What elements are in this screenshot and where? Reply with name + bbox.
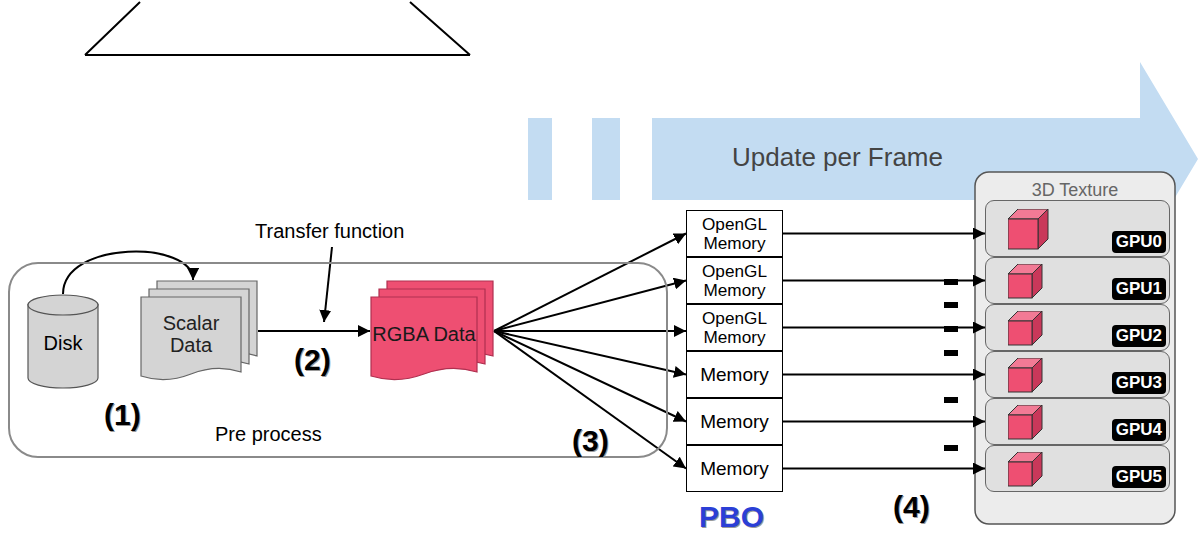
memory-label: Memory <box>700 412 769 432</box>
gpu-tag: GPU3 <box>1112 372 1166 394</box>
stack-label: Scalar Data <box>140 312 242 356</box>
stack-text-holder: Scalar Data <box>140 296 242 372</box>
callout-number: (4) <box>893 490 930 524</box>
memory-label: OpenGL Memory <box>687 262 782 298</box>
memory-box: Memory <box>686 445 783 492</box>
gpu-card: GPU3 <box>985 351 1170 398</box>
memory-label: OpenGL Memory <box>687 215 782 251</box>
texture-cube <box>1008 264 1044 300</box>
trapezoid-outline <box>85 2 470 55</box>
connector-arrow <box>783 468 985 470</box>
gpu-card: GPU4 <box>985 398 1170 445</box>
band-title: Update per Frame <box>732 142 943 173</box>
gpu-card: GPU0 <box>985 200 1170 257</box>
gpu-tag: GPU5 <box>1112 466 1166 488</box>
memory-box: Memory <box>686 351 783 398</box>
connector-arrow <box>783 233 985 235</box>
group-label: Pre process <box>215 423 322 446</box>
memory-box: OpenGL Memory <box>686 210 783 257</box>
texture-cube <box>1008 209 1050 251</box>
panel-label: 3D Texture <box>975 180 1175 201</box>
memory-box: OpenGL Memory <box>686 257 783 304</box>
callout-number: (3) <box>572 424 609 458</box>
callout-number: (2) <box>294 343 331 377</box>
connector-arrow <box>783 280 985 282</box>
connector-arrow <box>494 234 686 332</box>
pbo-label: PBO <box>699 500 764 534</box>
callout-number: (1) <box>104 398 141 432</box>
connector-arrow <box>783 374 985 376</box>
ellipsis-dashes <box>944 279 958 451</box>
data-stack: RGBA Data <box>370 280 494 382</box>
stack-text-holder: RGBA Data <box>370 296 478 372</box>
gpu-tag: GPU2 <box>1112 325 1166 347</box>
texture-cube <box>1008 311 1044 347</box>
texture-cube <box>1008 452 1044 488</box>
texture-panel: 3D TextureGPU0GPU1GPU2GPU3GPU4GPU5 <box>975 172 1175 524</box>
memory-box: OpenGL Memory <box>686 304 783 351</box>
connector-arrow <box>258 330 370 332</box>
connector-arrow <box>494 331 686 469</box>
gpu-tag: GPU4 <box>1112 419 1166 441</box>
memory-label: OpenGL Memory <box>687 309 782 345</box>
data-stack: Scalar Data <box>140 280 258 382</box>
memory-box: Memory <box>686 398 783 445</box>
connector-arrow <box>494 281 686 332</box>
memory-label: Memory <box>700 459 769 479</box>
gpu-tag: GPU1 <box>1112 278 1166 300</box>
disk-node: Disk <box>27 294 99 389</box>
texture-cube <box>1008 405 1044 441</box>
update-arrow <box>528 62 1198 256</box>
connector-arrow <box>783 327 985 329</box>
annotation: Transfer function <box>255 220 404 243</box>
gpu-card: GPU2 <box>985 304 1170 351</box>
gpu-tag: GPU0 <box>1112 231 1166 253</box>
connector-arrow <box>494 331 686 422</box>
disk-label: Disk <box>27 332 99 355</box>
stack-label: RGBA Data <box>372 323 475 345</box>
connector-arrow <box>783 421 985 423</box>
gpu-card: GPU5 <box>985 445 1170 492</box>
memory-label: Memory <box>700 365 769 385</box>
transfer-leader <box>324 247 332 322</box>
connector-arrow <box>494 330 686 332</box>
gpu-card: GPU1 <box>985 257 1170 304</box>
texture-panel-fill <box>975 172 1175 524</box>
texture-cube <box>1008 358 1044 394</box>
